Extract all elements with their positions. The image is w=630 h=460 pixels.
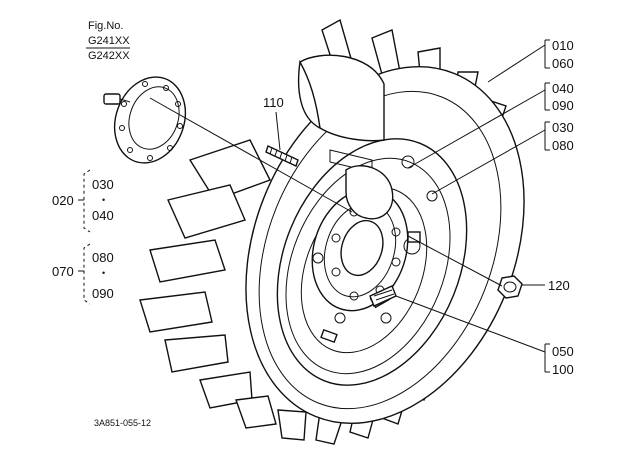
fig-code-1: G241XX [88, 35, 130, 47]
part-label-010: 010 [552, 38, 574, 53]
leader-lines [149, 44, 546, 353]
part-label-040: 040 [552, 81, 574, 96]
group-020: 020 030 • 040 [52, 169, 114, 233]
bolt-110 [265, 145, 299, 167]
group-020-item-030: 030 [92, 177, 114, 192]
figure-number-block: Fig.No. G241XX G242XX [86, 20, 130, 62]
part-label-090: 090 [552, 98, 574, 113]
part-label-080: 080 [552, 138, 574, 153]
group-020-item-040: 040 [92, 208, 114, 223]
fig-no-label: Fig.No. [88, 20, 123, 32]
part-label-120: 120 [548, 278, 570, 293]
part-label-030: 030 [552, 120, 574, 135]
part-bracket-050-100: 050 100 [544, 343, 574, 377]
group-label-020: 020 [52, 193, 74, 208]
part-label-110: 110 [263, 95, 284, 110]
nut-120 [497, 275, 523, 299]
part-bracket-030-080: 030 080 [544, 120, 574, 153]
group-020-sep: • [102, 195, 105, 205]
drawing-code: 3A851-055-12 [94, 418, 151, 428]
group-070-item-090: 090 [92, 286, 114, 301]
part-bracket-010-060: 010 060 [544, 38, 574, 71]
fig-code-2: G242XX [88, 50, 130, 62]
part-label-050: 050 [552, 344, 574, 359]
group-070: 070 080 • 090 [52, 243, 114, 305]
part-label-060: 060 [552, 56, 574, 71]
group-label-070: 070 [52, 264, 74, 279]
flange-plate [103, 76, 187, 164]
axle-bracket [297, 54, 394, 220]
group-070-item-080: 080 [92, 250, 114, 265]
group-070-sep: • [102, 268, 105, 278]
part-label-100: 100 [552, 362, 574, 377]
part-bracket-040-090: 040 090 [544, 81, 574, 113]
